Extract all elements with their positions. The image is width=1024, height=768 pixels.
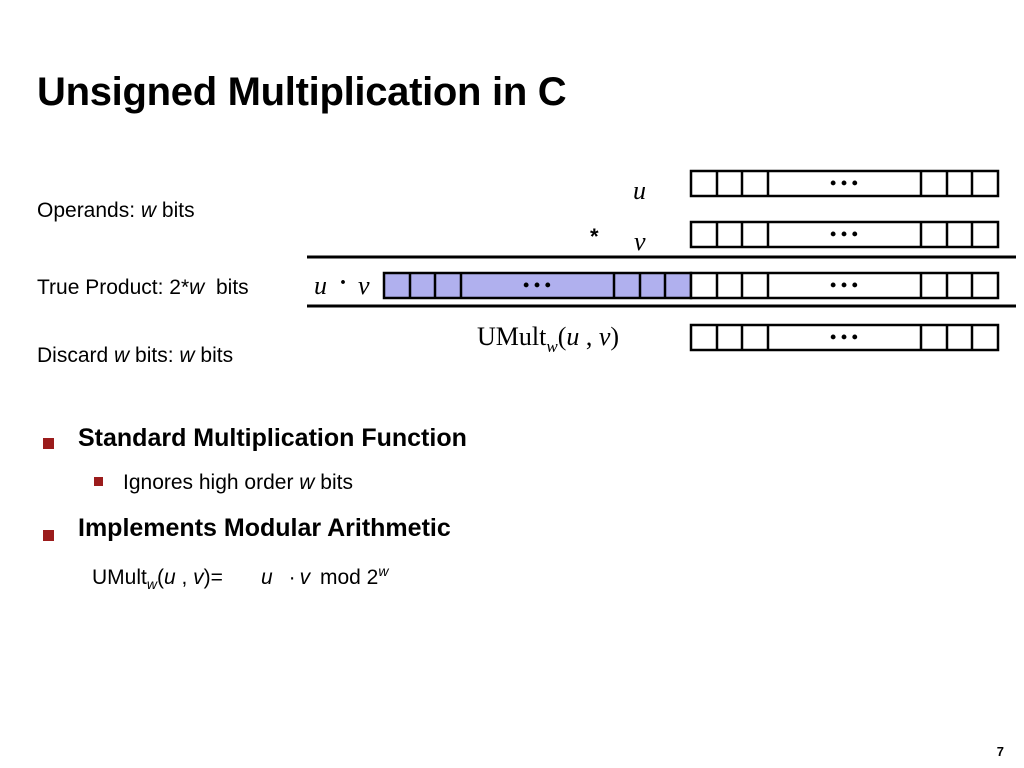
umult-text: UMult [477,322,547,351]
slide-title: Unsigned Multiplication in C [37,70,567,114]
discard-prefix: Discard [37,344,115,367]
v-label: v [634,227,646,256]
umult-comma: , [579,322,599,351]
true-product-var: w [189,276,205,299]
umult-v: v [599,322,611,351]
formula-lhs-sub: w [146,576,157,593]
v-bit-vector: • • • [689,220,1000,249]
product-dot: · [339,270,347,296]
bullet-2-text: Implements Modular Arithmetic [78,514,451,542]
formula-lhs: UMult [92,566,147,589]
umult-close: ) [610,322,619,351]
product-high-bits: • • • [382,271,693,300]
u-ellipsis: • • • [830,173,858,193]
u-bit-vector: • • • [689,169,1000,198]
formula-rhs-u: u [260,566,273,589]
formula-rhs-v: v [299,566,311,589]
formula-mod: mod 2 [314,566,379,589]
multiply-sign: * [590,224,599,249]
operands-suffix: bits [156,199,195,222]
formula-comma: , [175,566,194,589]
discard-label: Discard w bits: w bits [37,344,233,368]
product-u-label: u [314,271,327,300]
formula-u: u [163,566,176,589]
umult-label: UMultw(u , v) [477,322,619,356]
bullet-marker-2 [43,530,54,541]
formula-v: v [193,566,204,589]
bullet-marker-1 [43,438,54,449]
sub-bullet-1-text: Ignores high order w bits [123,471,353,495]
formula-close-eq: )= [203,566,223,589]
umult-formula: UMultw(u , v)=u·v mod 2w [92,563,388,592]
discard-mid: bits: [129,344,180,367]
operands-var: w [140,199,157,222]
bullet-1-text: Standard Multiplication Function [78,424,467,452]
product-low-bits: • • • [689,271,1000,300]
product-high-ellipsis: • • • [523,275,551,295]
product-v-label: v [358,271,370,300]
true-product-prefix: True Product: 2* [37,276,190,299]
v-ellipsis: • • • [830,224,858,244]
true-product-label: True Product: 2*w bits [37,276,249,300]
page-number: 7 [996,744,1004,759]
umult-ellipsis: • • • [830,327,858,347]
umult-sub: w [546,337,558,356]
formula-exp: w [378,563,389,579]
discard-suffix: bits [194,344,234,367]
operands-prefix: Operands: [37,199,141,222]
formula-dot: · [288,566,296,589]
formula-open: ( [156,566,164,589]
product-low-ellipsis: • • • [830,275,858,295]
u-label: u [633,176,646,205]
discard-var-2: w [179,344,195,367]
sub-bullet-prefix: Ignores high order [123,471,300,494]
operands-label: Operands: w bits [37,199,195,223]
umult-bit-vector: • • • [689,323,1000,352]
umult-open: ( [558,322,567,351]
discard-var-1: w [114,344,130,367]
sub-bullet-var: w [299,471,315,494]
true-product-suffix: bits [204,276,249,299]
sub-bullet-marker-1 [94,477,103,486]
sub-bullet-suffix: bits [314,471,353,494]
umult-u: u [566,322,579,351]
